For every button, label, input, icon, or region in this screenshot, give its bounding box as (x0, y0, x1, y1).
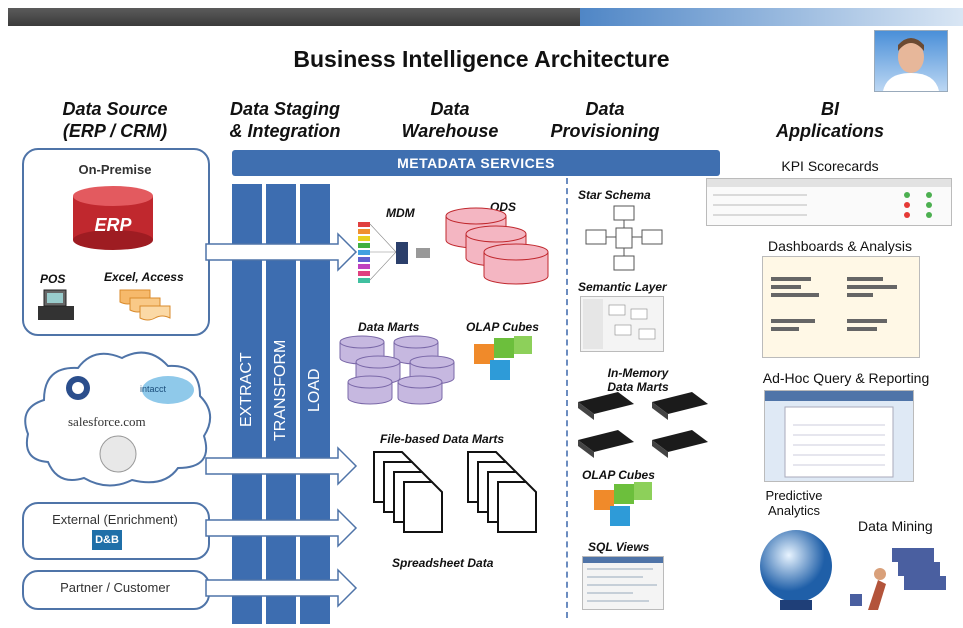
partner-customer-label: Partner / Customer (60, 580, 170, 595)
column-header-data-provisioning: Data Provisioning (530, 98, 680, 142)
column-header-bi-applications: BI Applications (760, 98, 900, 142)
column-header-line: (ERP / CRM) (62, 121, 168, 141)
predictive-line: Predictive (765, 488, 823, 503)
in-memory-line: Data Marts (607, 380, 669, 394)
dashboards-label: Dashboards & Analysis (768, 238, 912, 254)
adhoc-query-thumbnail (764, 390, 914, 482)
arrow-icon (205, 508, 358, 548)
mdm-label: MDM (386, 206, 415, 220)
intacct-logo: intacct (140, 384, 167, 394)
column-header-line: Warehouse (401, 121, 499, 141)
data-marts-label: Data Marts (358, 320, 420, 334)
file-marts-label: File-based Data Marts (380, 432, 505, 446)
dnb-logo: D&B (92, 530, 122, 550)
column-header-line: Data Source (62, 99, 168, 119)
files-icon (118, 284, 178, 322)
sql-views-thumbnail (582, 556, 664, 610)
sql-views-label: SQL Views (588, 540, 650, 554)
ods-database-icon (444, 204, 554, 290)
dashboards-thumbnail (762, 256, 920, 358)
column-header-line: Applications (775, 121, 884, 141)
pos-terminal-icon (34, 288, 78, 322)
arrow-icon (205, 446, 358, 486)
star-schema-icon (584, 204, 664, 272)
external-enrichment-label: External (Enrichment) (52, 512, 178, 527)
column-header-data-warehouse: Data Warehouse (380, 98, 520, 142)
data-mining-icon (848, 540, 948, 614)
page-title: Business Intelligence Architecture (293, 46, 670, 72)
olap-cubes-icon (470, 334, 540, 384)
star-schema-label: Star Schema (578, 188, 651, 202)
mdm-diagram-icon (356, 218, 436, 298)
column-header-data-source: Data Source (ERP / CRM) (40, 98, 190, 142)
adhoc-query-label: Ad-Hoc Query & Reporting (762, 370, 930, 386)
column-header-line: & Integration (229, 121, 341, 141)
arrow-icon (205, 568, 358, 608)
provisioning-divider (566, 178, 568, 618)
flow-arrows (205, 232, 358, 608)
column-header-line: BI (821, 99, 839, 119)
partner-customer-box (22, 570, 210, 610)
salesforce-logo: salesforce.com (68, 414, 146, 429)
metadata-services-bar: METADATA SERVICES (232, 150, 720, 176)
olap-cubes-provisioning-label: OLAP Cubes (582, 468, 655, 482)
kpi-scorecards-label: KPI Scorecards (781, 158, 879, 174)
column-header-line: Provisioning (550, 121, 660, 141)
in-memory-line: In-Memory (607, 366, 669, 380)
presenter-photo (874, 30, 948, 92)
column-header-data-staging: Data Staging & Integration (205, 98, 365, 142)
column-header-line: Data (585, 99, 625, 119)
column-header-line: Data Staging (229, 99, 340, 119)
semantic-layer-thumbnail (580, 296, 664, 352)
column-header-line: Data (430, 99, 470, 119)
kpi-scorecards-thumbnail (706, 178, 952, 226)
spreadsheet-label: Spreadsheet Data (392, 556, 494, 570)
arrow-icon (205, 232, 358, 272)
predictive-line: Analytics (767, 503, 821, 518)
memory-chips-icon (574, 390, 714, 464)
predictive-analytics-icon (744, 524, 848, 614)
olap-cubes-label: OLAP Cubes (466, 320, 539, 334)
file-stack-icon (370, 448, 550, 540)
data-mining-label: Data Mining (858, 518, 933, 534)
erp-database-icon (72, 186, 154, 252)
in-memory-label: In-Memory Data Marts (598, 366, 678, 394)
olap-cubes-provisioning-icon (590, 480, 660, 530)
semantic-layer-label: Semantic Layer (578, 280, 667, 294)
excel-access-label: Excel, Access (104, 270, 184, 284)
header-bar-blue (580, 8, 963, 26)
erp-label: ERP (94, 215, 132, 235)
header-bar (0, 0, 963, 26)
predictive-analytics-label: Predictive Analytics (744, 488, 844, 518)
data-marts-icon (336, 332, 466, 412)
pos-label: POS (40, 272, 66, 286)
header-bar-dark (8, 8, 580, 26)
cloud-sources-icon (18, 342, 218, 492)
on-premise-label: On-Premise (78, 162, 152, 177)
